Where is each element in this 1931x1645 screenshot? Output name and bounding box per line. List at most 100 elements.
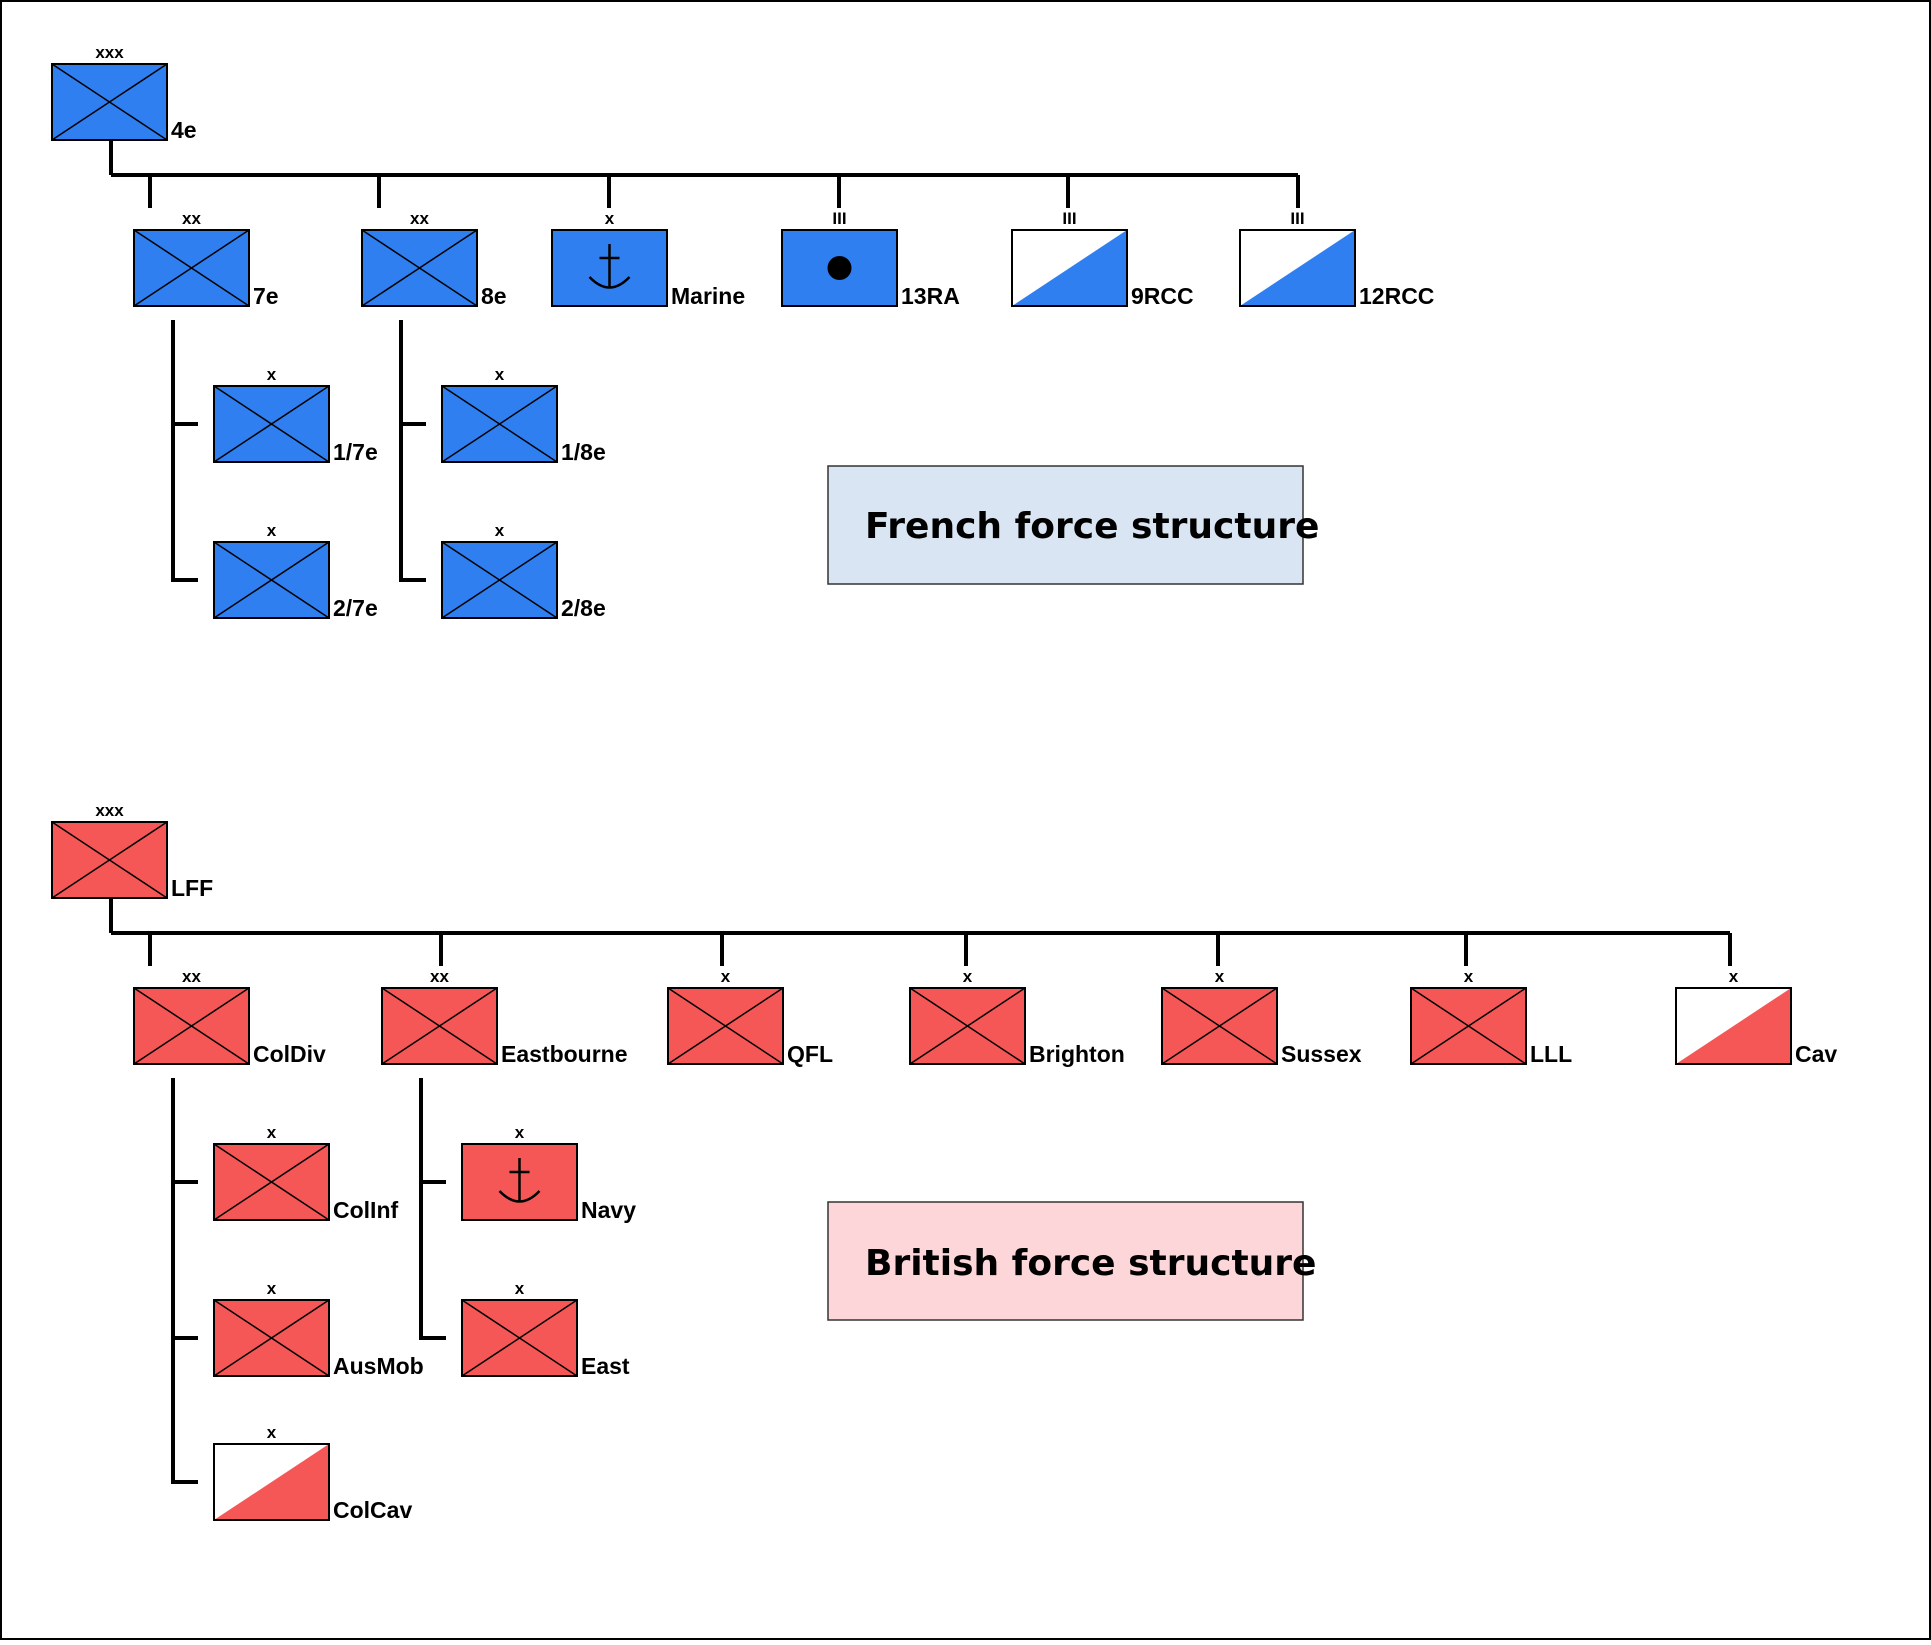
unit-label: Navy (581, 1197, 636, 1223)
units-layer: xxx4exx7ex1/7ex2/7exx8ex1/8ex2/8exMarine… (51, 43, 1837, 1523)
unit-label: 12RCC (1359, 283, 1434, 309)
anchor-arms (588, 276, 631, 289)
echelon-marker: x (495, 365, 505, 384)
armor-diagonal-fill (1240, 230, 1355, 306)
infantry-cross-line (1410, 987, 1527, 1065)
anchor-icon (588, 244, 631, 289)
unit-f-2-8e: x 2/8e (441, 521, 606, 621)
echelon-marker: xx (182, 967, 201, 986)
echelon-marker: xxx (95, 801, 124, 820)
british-legend: British force structure (827, 1201, 1316, 1321)
unit-frame (1675, 987, 1792, 1065)
infantry-cross-line (133, 987, 250, 1065)
infantry-cross-line (381, 987, 498, 1065)
armor-diagonal-fill (214, 1444, 329, 1520)
infantry-cross-line (461, 1299, 578, 1377)
echelon-marker: III (1062, 209, 1076, 228)
french-legend: French force structure (827, 465, 1319, 585)
infantry-cross-line (213, 1299, 330, 1377)
unit-label: LFF (171, 875, 213, 901)
echelon-marker: x (1215, 967, 1225, 986)
echelon-marker: x (721, 967, 731, 986)
unit-label: ColCav (333, 1497, 412, 1523)
echelon-marker: x (515, 1123, 525, 1142)
unit-label: 2/8e (561, 595, 606, 621)
british-legend-box (827, 1201, 1304, 1321)
unit-label: ColDiv (253, 1041, 326, 1067)
french-legend-box (827, 465, 1304, 585)
unit-label: East (581, 1353, 630, 1379)
echelon-marker: x (1464, 967, 1474, 986)
anchor-icon (498, 1158, 541, 1203)
unit-label: 8e (481, 283, 507, 309)
infantry-cross-line (51, 821, 168, 899)
armor-diagonal-fill (1012, 230, 1127, 306)
infantry-cross-line (667, 987, 784, 1065)
infantry-cross-line (133, 229, 250, 307)
echelon-marker: x (605, 209, 615, 228)
echelon-marker: x (267, 1123, 277, 1142)
infantry-cross-line (441, 385, 558, 463)
infantry-cross-line (213, 541, 330, 619)
echelon-marker: x (267, 365, 277, 384)
echelon-marker: xxx (95, 43, 124, 62)
unit-f-1-8e: x 1/8e (441, 365, 606, 465)
french-legend-text: French force structure (865, 506, 1319, 547)
unit-label: QFL (787, 1041, 833, 1067)
infantry-cross-line (909, 987, 1026, 1065)
unit-label: Sussex (1281, 1041, 1362, 1067)
armor-diagonal-fill (1676, 988, 1791, 1064)
british-legend-text: British force structure (865, 1243, 1316, 1284)
unit-label: AusMob (333, 1353, 424, 1379)
echelon-marker: III (1290, 209, 1304, 228)
artillery-dot-icon (827, 256, 852, 280)
infantry-cross-line (361, 229, 478, 307)
echelon-marker: x (267, 1423, 277, 1442)
unit-f-12rcc: III 12RCC (1239, 209, 1434, 309)
unit-f-2-7e: x2/7e (213, 521, 378, 621)
infantry-cross-line (1161, 987, 1278, 1065)
echelon-marker: x (963, 967, 973, 986)
unit-label: Eastbourne (501, 1041, 628, 1067)
unit-label: Marine (671, 283, 745, 309)
echelon-marker: xx (430, 967, 449, 986)
infantry-cross-line (213, 1143, 330, 1221)
unit-label: Brighton (1029, 1041, 1125, 1067)
unit-label: 13RA (901, 283, 960, 309)
unit-label: 9RCC (1131, 283, 1194, 309)
echelon-marker: xx (410, 209, 429, 228)
unit-label: ColInf (333, 1197, 398, 1223)
unit-f-1-7e: x1/7e (213, 365, 378, 465)
unit-f-9rcc: III 9RCC (1011, 209, 1194, 309)
unit-frame (1011, 229, 1128, 307)
infantry-cross-line (51, 63, 168, 141)
unit-label: 7e (253, 283, 279, 309)
unit-label: 4e (171, 117, 197, 143)
echelon-marker: x (1729, 967, 1739, 986)
unit-label: 1/8e (561, 439, 606, 465)
infantry-cross-line (441, 541, 558, 619)
unit-label: Cav (1795, 1041, 1837, 1067)
echelon-marker: x (267, 1279, 277, 1298)
echelon-marker: x (495, 521, 505, 540)
unit-frame (1239, 229, 1356, 307)
anchor-arms (498, 1190, 541, 1203)
